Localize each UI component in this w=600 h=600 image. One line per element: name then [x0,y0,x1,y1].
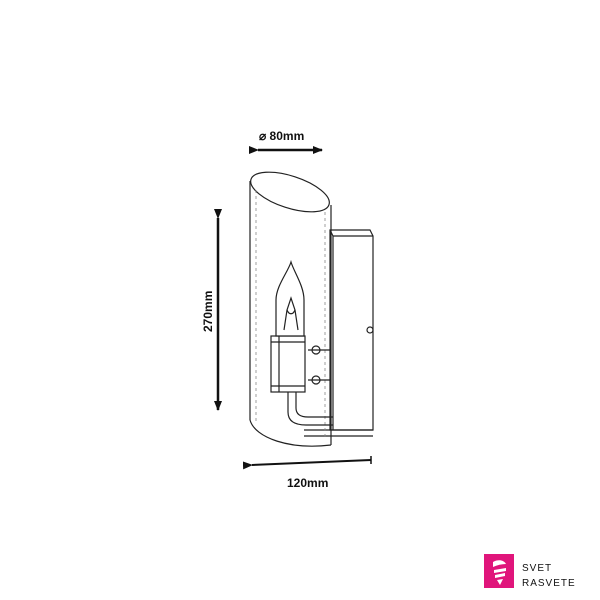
height-dimension: 270mm [201,209,222,411]
height-label: 270mm [201,291,215,332]
depth-arrow [242,459,372,470]
backplate-screw [366,326,374,334]
depth-label: 120mm [287,476,328,490]
diameter-dimension: ⌀ 80mm [249,129,323,154]
diameter-label: ⌀ 80mm [259,129,304,143]
bulb-socket [270,335,306,393]
wall-lamp-drawing [249,171,374,447]
wall-backplate [304,229,374,437]
mounting-bolts [308,345,330,385]
lamp-arm [287,392,333,426]
brand-logo: SVET RASVETE [484,552,600,600]
brand-name: SVET RASVETE [522,561,576,591]
brand-line-2: RASVETE [522,578,576,589]
lightbulb-logo-icon [484,554,514,588]
glass-shade [249,171,332,447]
brand-line-1: SVET [522,563,553,574]
candle-bulb [275,259,305,337]
depth-dimension: 120mm [242,456,372,490]
